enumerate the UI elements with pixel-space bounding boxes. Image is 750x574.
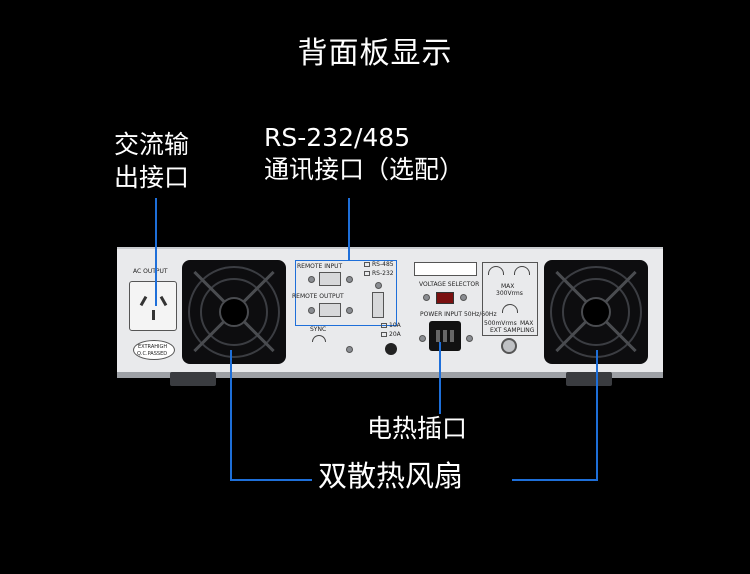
max-text: MAX xyxy=(501,283,515,290)
sampling-max-text: MAX xyxy=(520,320,534,327)
sampling-terminal[interactable] xyxy=(502,304,518,313)
rs-interface-callout-line xyxy=(348,198,350,260)
screw xyxy=(308,307,315,314)
screw xyxy=(346,346,353,353)
screw xyxy=(346,307,353,314)
left-fan xyxy=(182,260,286,364)
screw xyxy=(346,276,353,283)
screw xyxy=(460,294,467,301)
rs-interface-highlight-box xyxy=(295,260,397,326)
screw xyxy=(423,294,430,301)
max-value-text: 300Vrms xyxy=(496,290,523,297)
rs485-text: RS-485 xyxy=(372,261,394,268)
fan-ring-inner xyxy=(562,278,630,346)
rs232-checkbox[interactable] xyxy=(364,271,370,276)
fan-callout-line-right xyxy=(596,350,598,481)
power-socket-label: 电热插口 xyxy=(367,414,468,443)
sampling-terminal[interactable] xyxy=(514,266,530,275)
page-title: 背面板显示 xyxy=(297,36,453,71)
socket-pin-left xyxy=(139,295,148,307)
ac-output-socket xyxy=(129,281,177,331)
screw xyxy=(375,282,382,289)
fan-callout-line-left xyxy=(230,350,232,481)
rs-interface-label-line1: RS-232/485 xyxy=(264,123,411,152)
ac-output-label-line2: 出接口 xyxy=(114,163,190,192)
ac-output-callout-line xyxy=(155,198,157,306)
ext-sampling-text: EXT SAMPLING xyxy=(490,327,535,334)
power-pin xyxy=(436,330,440,342)
ac-output-text: AC OUTPUT xyxy=(133,268,168,275)
device-foot-right xyxy=(566,372,612,386)
fan-callout-line-left-h xyxy=(230,479,312,481)
ext-sampling-box xyxy=(482,262,538,336)
rs-port[interactable] xyxy=(372,292,384,318)
socket-pin-ground xyxy=(152,310,155,320)
bnc-connector[interactable] xyxy=(501,338,517,354)
power-pin xyxy=(450,330,454,342)
right-fan xyxy=(544,260,648,364)
voltage-table xyxy=(414,262,477,276)
fan-hub xyxy=(219,297,249,327)
fan-hub xyxy=(581,297,611,327)
remote-input-text: REMOTE INPUT xyxy=(297,263,343,270)
sampling-terminal[interactable] xyxy=(488,266,504,275)
remote-input-port[interactable] xyxy=(319,272,341,286)
screw xyxy=(308,276,315,283)
power-input-socket[interactable] xyxy=(429,321,461,351)
voltage-selector-switch[interactable] xyxy=(436,292,454,304)
remote-output-text: REMOTE OUTPUT xyxy=(292,293,344,300)
screw xyxy=(419,335,426,342)
fans-label: 双散热风扇 xyxy=(318,459,464,493)
fan-callout-line-right-h xyxy=(512,479,598,481)
socket-pin-right xyxy=(159,295,168,307)
ac-output-label-line1: 交流输 xyxy=(114,130,190,159)
a20-checkbox[interactable] xyxy=(381,332,387,337)
sync-text: SYNC xyxy=(310,326,327,333)
rs-interface-label-line2: 通讯接口（选配） xyxy=(264,155,465,184)
qc-sticker: EXTRAHIGH Q.C.PASSED xyxy=(133,340,175,360)
a20-text: 20A xyxy=(389,331,401,338)
rs485-checkbox[interactable] xyxy=(364,262,370,267)
sync-connector[interactable] xyxy=(312,335,326,342)
fan-ring xyxy=(188,266,280,358)
power-input-text: POWER INPUT 50Hz/60Hz xyxy=(420,311,497,318)
device-panel-base xyxy=(117,372,663,378)
screw xyxy=(466,335,473,342)
power-socket-callout-line xyxy=(439,342,441,414)
a10-text: 10A xyxy=(389,322,401,329)
sampling-value-text: 500mVrms xyxy=(484,320,517,327)
rs232-text: RS-232 xyxy=(372,270,394,277)
qc-sticker-line1: EXTRAHIGH xyxy=(138,344,168,350)
remote-output-port[interactable] xyxy=(319,303,341,317)
fan-ring-inner xyxy=(200,278,268,346)
device-foot-left xyxy=(170,372,216,386)
qc-sticker-line2: Q.C.PASSED xyxy=(137,351,168,357)
voltage-selector-text: VOLTAGE SELECTOR xyxy=(419,281,480,288)
fuse-holder[interactable] xyxy=(385,343,397,355)
power-pin xyxy=(443,330,447,342)
a10-checkbox[interactable] xyxy=(381,323,387,328)
